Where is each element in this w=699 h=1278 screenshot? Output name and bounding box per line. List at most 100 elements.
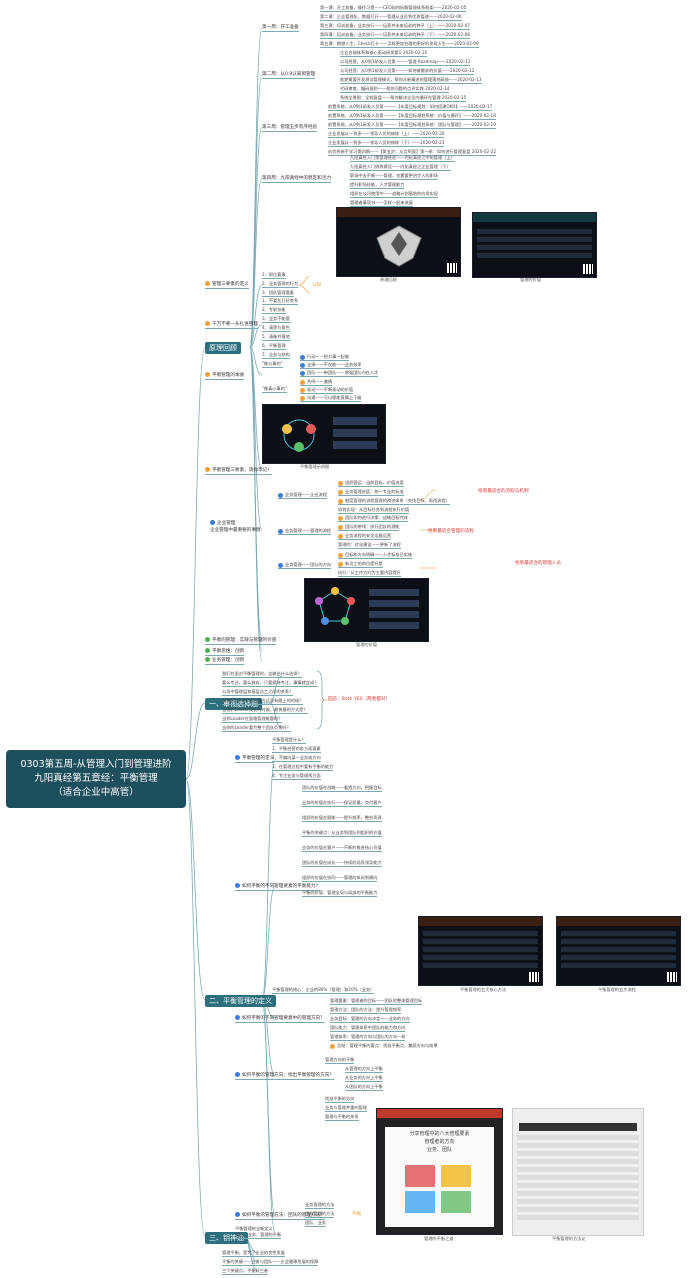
- week4-item: 九阳真经入门第管理经验——内化真经之中的管理（上）: [350, 155, 455, 162]
- def-q5-label-text: 如何平衡的管理方法：团队的管理方法？: [242, 1213, 325, 1218]
- enterprise-g1-item-text: 组织营运：当前目标，价值进度: [345, 480, 404, 485]
- image-header: [377, 1109, 502, 1118]
- def-q4-image-left: 分享管理中的八大管理要素 管理者的方向 业务、团队: [376, 1108, 503, 1235]
- week4-label[interactable]: 第四周：九阳真经中的稳定和活力: [262, 176, 331, 183]
- enterprise-g2-item: 团队如何进行决策：战略目标完成: [338, 515, 408, 522]
- def-q4-label-text: 如何平衡的管理方向：找出平衡管理的方向？: [242, 1073, 334, 1078]
- choice-tag: 回答：Both YES（两者都对）: [328, 696, 390, 703]
- enterprise-label[interactable]: 企业管理 企业管理中最重要的事情: [210, 520, 261, 534]
- enterprise-g2-item: 业务流程的安全运维运营: [338, 533, 392, 540]
- section-definition[interactable]: 二、平衡管理的定义: [205, 995, 276, 1007]
- def-q4-sub2: 找准平衡的方向: [325, 1096, 355, 1103]
- week2-item: 公司经营，从0到1研发人员第一——管理 Roadmap——2020-02-11: [340, 59, 471, 66]
- def-q2-label[interactable]: 如何平衡的不同管理要素的平衡能力？: [235, 883, 321, 891]
- review-image-1-caption: 原理回顾: [380, 277, 397, 282]
- week1-label[interactable]: 第一周：开工准备: [262, 25, 299, 32]
- def-q3-footer-text: 总结：管理平衡的要点：找准平衡点，兼顾方向与结果: [337, 1043, 438, 1048]
- enterprise-group1-label[interactable]: 业务管理——企业流程: [278, 492, 327, 499]
- def-q3-item: 管理方法：团队的方法：提升管理效率: [330, 1007, 402, 1014]
- balance-label[interactable]: 平衡管理的本质: [205, 372, 245, 380]
- enterprise-group2-label[interactable]: 业务管理——管理的流程: [278, 528, 332, 535]
- def-q1-item: 3、在管理过程中要有平衡的能力: [272, 764, 334, 771]
- enterprise-g1-tag: 找到最适合的流程与机制: [478, 489, 529, 494]
- enterprise-g1-item: 业务管理进度：统一专业的标准: [338, 489, 404, 496]
- def-q4-label[interactable]: 如何平衡的管理方向：找出平衡管理的方向？: [235, 1072, 334, 1080]
- enterprise-g3-tag: 找到最适合的管理人员: [515, 561, 561, 566]
- card-text: 分享管理中的八大管理要素: [409, 1131, 470, 1137]
- table-row: [517, 1191, 639, 1196]
- def-q1-label[interactable]: 平衡管理的定义: [235, 755, 275, 763]
- dot-icon: [338, 561, 343, 567]
- enterprise-g1-item-text: 制度管理的流程管理的改进体系（先找目标、再找流程）: [345, 498, 450, 503]
- summary-item: 2、业务管理的行为: [262, 281, 299, 288]
- def-q5-item: 业务管理的方法: [305, 1202, 335, 1209]
- dot-icon: [300, 362, 305, 368]
- table-row: [477, 237, 592, 242]
- week2-item: 公司经营，从0到1研发人员第一——如何做需求的价值——2020-02-12: [340, 68, 475, 75]
- week2-item: 企业合规体系和核心驱动研发第1-2020-02-10: [340, 50, 428, 57]
- root-topic[interactable]: 0303第五周-从管理入门到管理进阶 九阳真经第五章经：平衡管理 （适合企业中高…: [6, 750, 186, 808]
- enterprise-g1-item-text: 业务管理进度：统一专业的标准: [345, 489, 404, 494]
- choice-brace: [316, 670, 326, 730]
- enterprise-g3-item: 新员工的岗位提升是: [338, 561, 383, 568]
- week2-item: 前期需要开发测试管理模式，帮你从新精进的管理落地高效——2020-02-13: [340, 77, 482, 84]
- week3-item: 前置系统，从0到1研发人员第一——【年度目标规划：如何搭建OKR】——2020-…: [328, 104, 493, 111]
- enterprise-g3-item: 执行：从工作方向为主要内容提升: [338, 570, 401, 577]
- table-row: [517, 1199, 639, 1204]
- summary-item: 3、团队管理要素: [262, 290, 294, 297]
- summary-label[interactable]: 管理三要素的定义: [205, 281, 249, 289]
- extra1-label[interactable]: 平衡的管理：实践与管理的价值: [205, 637, 277, 645]
- enterprise-g3-item: 目标和方向明确——人才标准已实施: [338, 552, 413, 559]
- def-q2-row: 团队的价值在战略——看透方向，把握目标: [302, 785, 382, 792]
- dot-icon: [278, 492, 283, 498]
- table-row: [561, 939, 676, 944]
- bulb-icon: [205, 637, 210, 642]
- bulb-icon: [330, 1043, 335, 1049]
- section-final[interactable]: 三、钥神油: [205, 1232, 248, 1244]
- extra2-label[interactable]: 平衡思维：创新: [205, 648, 245, 656]
- three-things-label-text: 千万不要一头扎进管理: [212, 322, 258, 327]
- enterprise-g1-item: 制度管理的流程管理的改进体系（先找目标、再找流程）: [338, 498, 450, 505]
- table-row: [423, 963, 538, 968]
- def-q5-label[interactable]: 如何平衡的管理方法：团队的管理方法？: [235, 1212, 325, 1220]
- dot-icon: [338, 533, 343, 539]
- table-row: [517, 1143, 639, 1148]
- section-review[interactable]: 原理回顾: [205, 342, 241, 354]
- def-q6-label[interactable]: 平衡管理的全新定义： 团队、业务、管理的平衡: [235, 1226, 282, 1239]
- def-q2-image-left: [418, 916, 543, 986]
- week2-label[interactable]: 第二周：从0.9认知到管理: [262, 72, 316, 79]
- enterprise-group3-label[interactable]: 业务管理——团队的方向: [278, 562, 332, 569]
- choice-item: 要么专注，要么放弃，只要保持专注，事情就会成？: [222, 680, 319, 687]
- bulb-icon: [235, 755, 240, 760]
- table-row: [477, 253, 592, 258]
- def-q3-label[interactable]: 如何平衡的不同管理要素中的管理方向？: [235, 1015, 325, 1023]
- week3-label[interactable]: 第三周：管理五步有序经验: [262, 125, 318, 132]
- qr-code-icon: [583, 264, 593, 274]
- image-header: [337, 208, 460, 217]
- dot-icon: [300, 370, 305, 376]
- enterprise-group2-label-text: 业务管理——管理的流程: [285, 528, 332, 533]
- three-things-label[interactable]: 千万不要一头扎进管理: [205, 321, 258, 329]
- dot-icon: [300, 379, 305, 385]
- bulb-icon: [205, 281, 210, 286]
- enterprise-g2-item-text: 业务流程的安全运维运营: [345, 533, 392, 538]
- extra3-label[interactable]: 业务管理：创新: [205, 657, 245, 665]
- week1-item: 第二课：企业管理化，数据打开——管理从业员到优质管理——2020-02-06: [320, 14, 462, 21]
- core-label[interactable]: 平衡管理三要素，请你牢记！: [205, 467, 272, 475]
- qr-code-icon: [447, 263, 457, 273]
- balance-sub2-item-text: 沟通——可以赋能直属上下级: [307, 395, 362, 400]
- enterprise-diagram-graphic: [315, 587, 419, 629]
- three-things-item: 3、业务不能管: [262, 316, 290, 323]
- choice-item: 当你Leader在面临管理难题时？: [222, 716, 283, 723]
- def-q2-label-text: 如何平衡的不同管理要素的平衡能力？: [242, 884, 321, 889]
- def-q5-item: 团队、业务: [305, 1220, 326, 1227]
- dot-icon: [338, 515, 343, 521]
- table-row: [517, 1207, 639, 1212]
- three-things-item: 6、平衡管理: [262, 343, 286, 350]
- week1-item: 第一课：开工准备，操作习惯——CEO如何拆解管理体系框架——2020-02-05: [320, 5, 467, 12]
- table-row: [423, 939, 538, 944]
- bulb-icon: [205, 321, 210, 326]
- summary-tag: 认知: [312, 283, 322, 288]
- def-q3-item: 团队能力：管理体系中团队的能力和方向: [330, 1025, 406, 1032]
